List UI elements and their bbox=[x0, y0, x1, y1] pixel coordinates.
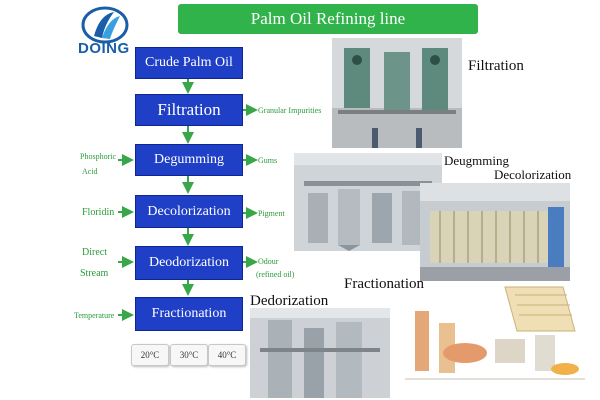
logo-text: DOING bbox=[78, 40, 130, 57]
step-fractionation: Fractionation bbox=[135, 297, 243, 331]
step-crude-palm-oil: Crude Palm Oil bbox=[135, 47, 243, 79]
input-direct: Direct bbox=[82, 247, 107, 258]
photo-decolorization bbox=[420, 183, 570, 281]
doing-logo-icon bbox=[80, 6, 130, 44]
temperature-30: 30°C bbox=[170, 344, 208, 366]
input-phosphoric: Phosphoric bbox=[80, 152, 116, 161]
caption-deodorization: Dedorization bbox=[250, 293, 329, 309]
input-acid: Acid bbox=[82, 167, 98, 176]
caption-decolorization: Decolorization bbox=[494, 167, 572, 182]
photo-degumming bbox=[294, 153, 442, 251]
step-degumming: Degumming bbox=[135, 144, 243, 176]
caption-degumming: Deugmming bbox=[444, 153, 509, 168]
temperature-20: 20°C bbox=[131, 344, 169, 366]
photo-fractionation bbox=[395, 283, 595, 396]
photo-filtration bbox=[332, 38, 462, 148]
page-title: Palm Oil Refining line bbox=[178, 4, 478, 34]
step-filtration: Filtration bbox=[135, 94, 243, 126]
output-granular-impurities: Granular Impurities bbox=[258, 106, 322, 115]
input-floridin: Floridin bbox=[82, 207, 115, 218]
output-gums: Gums bbox=[258, 156, 278, 165]
caption-filtration: Filtration bbox=[468, 58, 524, 74]
output-pigment: Pigment bbox=[258, 209, 285, 218]
temperature-40: 40°C bbox=[208, 344, 246, 366]
caption-fractionation: Fractionation bbox=[344, 276, 424, 292]
step-decolorization: Decolorization bbox=[135, 195, 243, 228]
input-stream: Stream bbox=[80, 268, 109, 279]
output-odour: Odour bbox=[258, 257, 279, 266]
photo-deodorization bbox=[250, 308, 390, 398]
output-refined-oil: (refined oil) bbox=[256, 270, 295, 279]
input-temperature: Temperature bbox=[74, 311, 115, 320]
step-deodorization: Deodorization bbox=[135, 246, 243, 280]
